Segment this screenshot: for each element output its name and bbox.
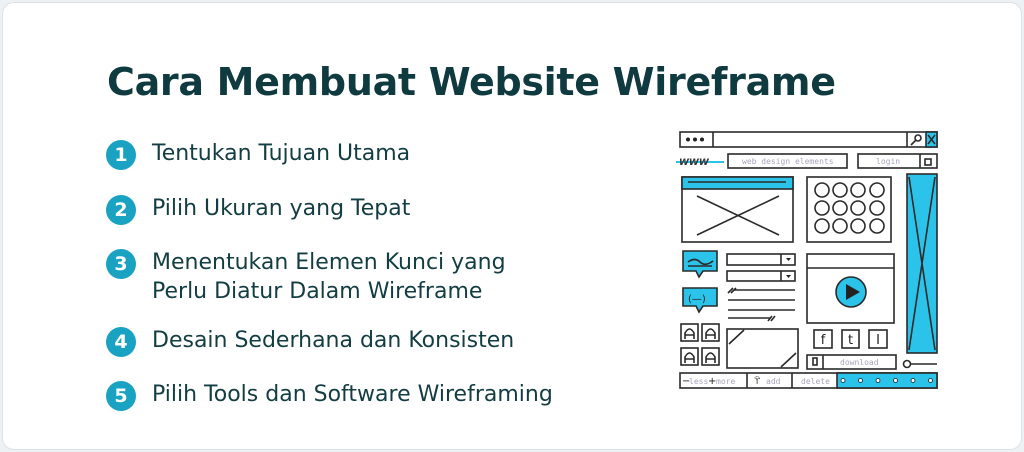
login-label: login	[876, 157, 900, 166]
step-number-badge: 2	[106, 195, 136, 225]
control-icon	[832, 218, 848, 234]
svg-text:ϔ: ϔ	[754, 376, 760, 387]
control-icon	[850, 218, 866, 234]
nav-row: WWW web design elements login	[676, 153, 938, 169]
control-icon	[869, 200, 885, 216]
tumblr-icon: t	[848, 333, 853, 348]
lock-icon	[924, 158, 932, 166]
user-avatar-icon	[701, 323, 720, 342]
more-label: more	[716, 377, 735, 386]
step-label: Pilih Ukuran yang Tepat	[152, 196, 411, 221]
chevron-down-icon	[786, 275, 791, 278]
step-number-badge: 3	[106, 249, 136, 279]
chevron-down-icon	[786, 258, 791, 261]
tall-banner	[906, 173, 938, 354]
page-title: Cara Membuat Website Wireframe	[107, 60, 836, 104]
instagram-icon: I	[876, 333, 880, 348]
slider-handle	[902, 359, 912, 369]
social-buttons: f t I	[813, 329, 888, 349]
step-label: Pilih Tools dan Software Wireframing	[152, 382, 553, 407]
step-number-badge: 4	[106, 327, 136, 357]
add-label: add	[766, 377, 781, 386]
nav-label: web design elements	[742, 157, 834, 166]
user-avatar-icon	[701, 347, 720, 366]
delete-label: delete	[801, 377, 830, 386]
less-label: less	[689, 377, 708, 386]
www-label: WWW	[679, 158, 710, 168]
pagination-dot	[840, 378, 846, 383]
control-icon	[869, 182, 885, 198]
pagination-dot	[928, 378, 933, 383]
user-avatar-icon	[680, 323, 699, 342]
control-icon	[814, 182, 830, 198]
step-5: 5 Pilih Tools dan Software Wireframing	[106, 381, 553, 411]
download-label: download	[840, 358, 879, 367]
step-number-badge: 1	[106, 140, 136, 170]
chat-bubbles: (—)	[682, 250, 718, 314]
svg-text:−: −	[682, 376, 690, 387]
search-icon	[910, 134, 922, 146]
mic-icon	[812, 357, 818, 366]
step-1: 1 Tentukan Tujuan Utama	[106, 140, 410, 170]
pagination-dot	[893, 378, 898, 383]
facebook-icon: f	[821, 333, 826, 348]
dropdowns	[726, 253, 796, 322]
avatars	[680, 323, 720, 366]
control-icon	[869, 218, 885, 234]
step-2: 2 Pilih Ukuran yang Tepat	[106, 195, 410, 225]
icon-grid	[806, 176, 892, 243]
control-icon	[814, 218, 830, 234]
user-avatar-icon	[680, 347, 699, 366]
step-number-badge: 5	[106, 381, 136, 411]
svg-text:(—): (—)	[688, 294, 706, 305]
step-label: Tentukan Tujuan Utama	[152, 141, 411, 166]
play-icon	[846, 284, 860, 300]
pagination-dot	[875, 378, 881, 383]
step-label: Desain Sederhana dan Konsisten	[152, 328, 515, 353]
control-icon	[832, 200, 848, 216]
step-4: 4 Desain Sederhana dan Konsisten	[106, 327, 514, 357]
pagination-dot	[858, 378, 863, 383]
control-icon	[850, 182, 866, 198]
download-bar: download	[806, 354, 937, 370]
control-icon	[832, 182, 848, 198]
svg-text:+: +	[708, 376, 716, 387]
pagination-dot	[910, 378, 916, 383]
bottom-toolbar: − less + more add ϔ delete	[679, 372, 938, 389]
image-placeholder-small	[726, 328, 799, 369]
control-icon	[850, 200, 866, 216]
browser-bar	[679, 131, 938, 148]
video-player	[806, 253, 895, 324]
image-placeholder	[681, 176, 794, 243]
control-icon	[814, 200, 830, 216]
